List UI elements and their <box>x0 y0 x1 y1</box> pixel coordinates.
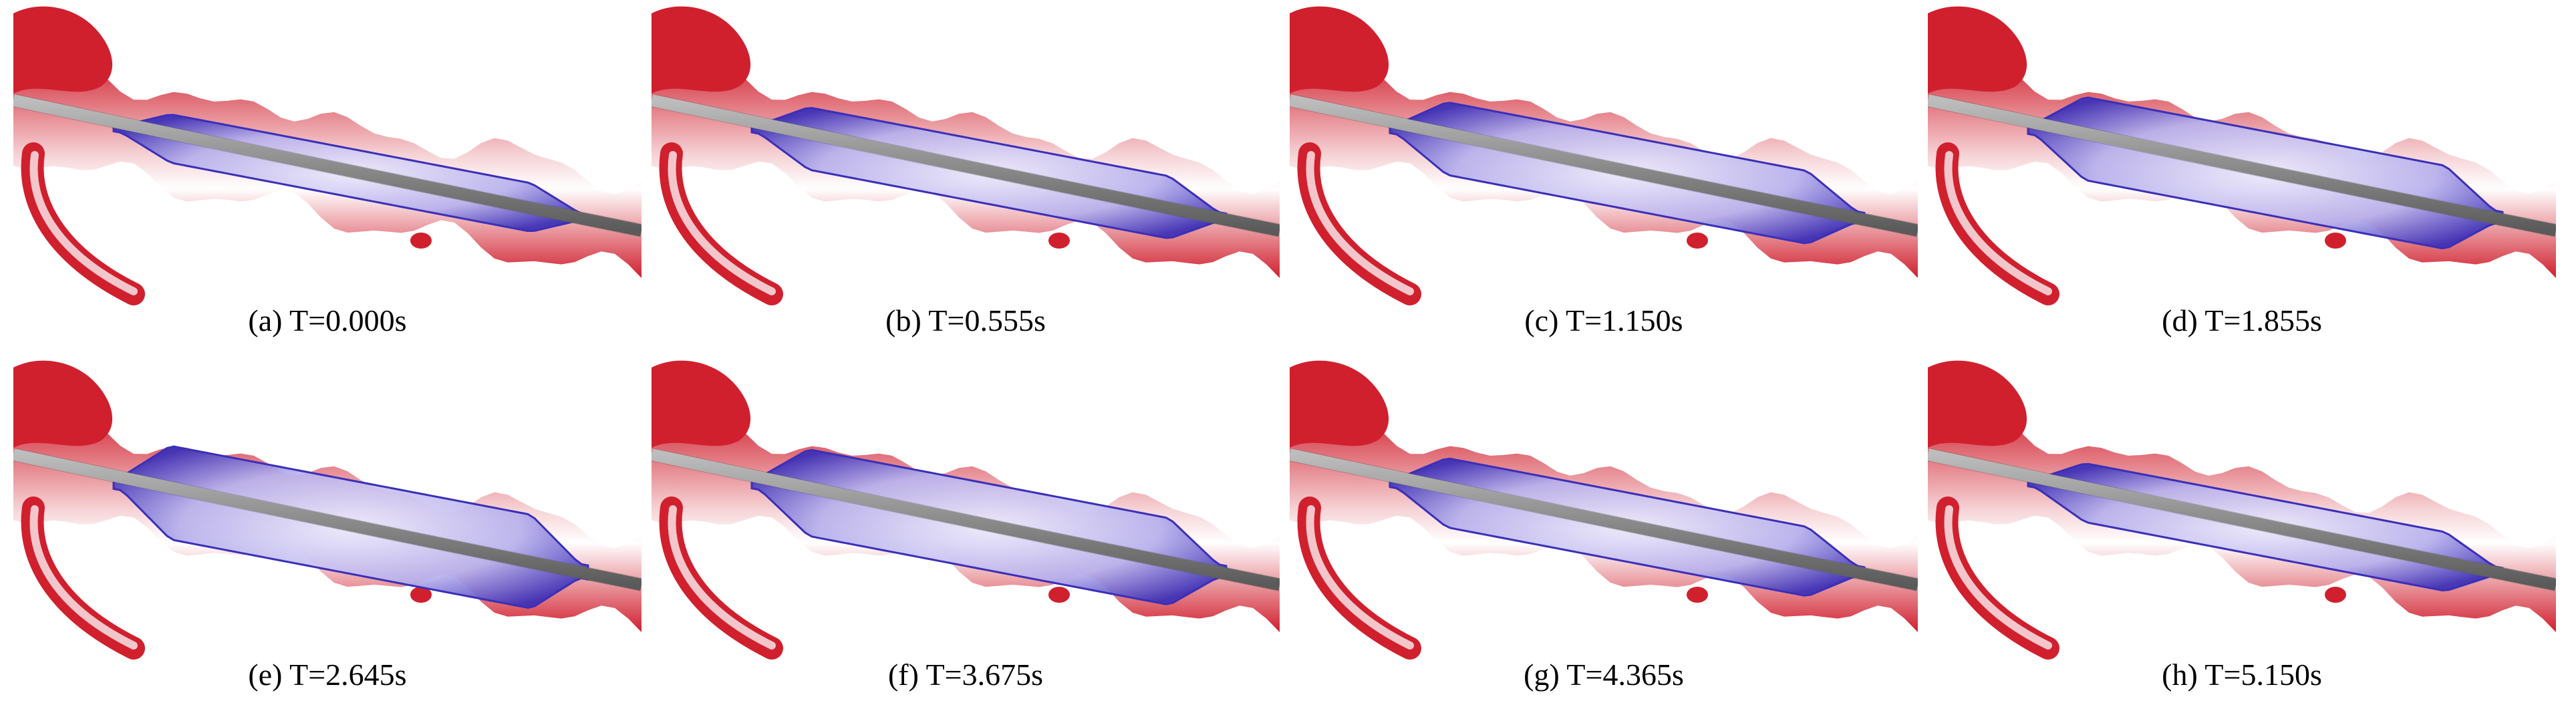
vessel-scene <box>1290 6 1918 305</box>
vessel-nodule <box>1048 587 1070 603</box>
panel-h: (h) T=5.150s <box>1928 354 2556 692</box>
vessel-branch-upper <box>652 6 751 94</box>
vessel-branch-upper <box>1290 6 1389 94</box>
panel-caption: (c) T=1.150s <box>1524 303 1683 337</box>
panel-a: (a) T=0.000s <box>13 0 641 337</box>
catheter <box>1928 448 2556 591</box>
vessel-nodule <box>2325 233 2346 249</box>
panel-caption: (a) T=0.000s <box>248 303 407 337</box>
vessel-branch-highlight <box>29 151 138 295</box>
vessel-nodule <box>1048 233 1070 249</box>
vessel-scene <box>1290 360 1918 660</box>
catheter <box>652 94 1280 237</box>
panel-caption: (d) T=1.855s <box>2162 303 2322 337</box>
catheter <box>1290 94 1918 237</box>
panel-c: (c) T=1.150s <box>1290 0 1918 337</box>
vessel-branch-upper <box>1928 6 2027 94</box>
vessel-branch-upper <box>13 360 113 448</box>
vessel-branch-upper <box>13 6 113 94</box>
vessel-scene <box>13 360 641 660</box>
vessel-scene <box>652 6 1280 305</box>
panel-g: (g) T=4.365s <box>1290 354 1918 692</box>
catheter <box>652 448 1280 591</box>
vessel-branch-highlight <box>1306 151 1414 295</box>
panel-f: (f) T=3.675s <box>652 354 1280 692</box>
panel-caption: (f) T=3.675s <box>887 658 1044 692</box>
vessel-nodule <box>1687 587 1708 603</box>
vessel-nodule <box>1687 233 1708 249</box>
vessel-scene <box>1928 360 2556 660</box>
vessel-nodule <box>410 587 432 603</box>
panel-caption: (h) T=5.150s <box>2162 658 2322 692</box>
vessel-branch-highlight <box>1944 151 2052 295</box>
vessel-nodule <box>410 233 432 249</box>
vessel-branch-highlight <box>29 505 138 650</box>
vessel-scene <box>652 360 1280 660</box>
vessel-branch-highlight <box>1306 505 1414 650</box>
catheter <box>1928 94 2556 237</box>
vessel-branch-upper <box>652 360 751 448</box>
vessel-branch-highlight <box>668 151 776 295</box>
catheter <box>13 94 641 237</box>
vessel-scene <box>1928 6 2556 305</box>
vessel-branch-highlight <box>668 505 776 650</box>
catheter <box>1290 448 1918 591</box>
panel-b: (b) T=0.555s <box>652 0 1280 337</box>
vessel-branch-highlight <box>1944 505 2052 650</box>
vessel-branch-upper <box>1928 360 2027 448</box>
panel-d: (d) T=1.855s <box>1928 0 2556 337</box>
catheter <box>13 448 641 591</box>
panel-caption: (b) T=0.555s <box>885 303 1046 337</box>
panel-caption: (e) T=2.645s <box>248 658 407 692</box>
vessel-nodule <box>2325 587 2346 603</box>
panel-e: (e) T=2.645s <box>13 354 641 692</box>
panel-caption: (g) T=4.365s <box>1524 658 1684 692</box>
vessel-branch-upper <box>1290 360 1389 448</box>
vessel-scene <box>13 6 641 305</box>
